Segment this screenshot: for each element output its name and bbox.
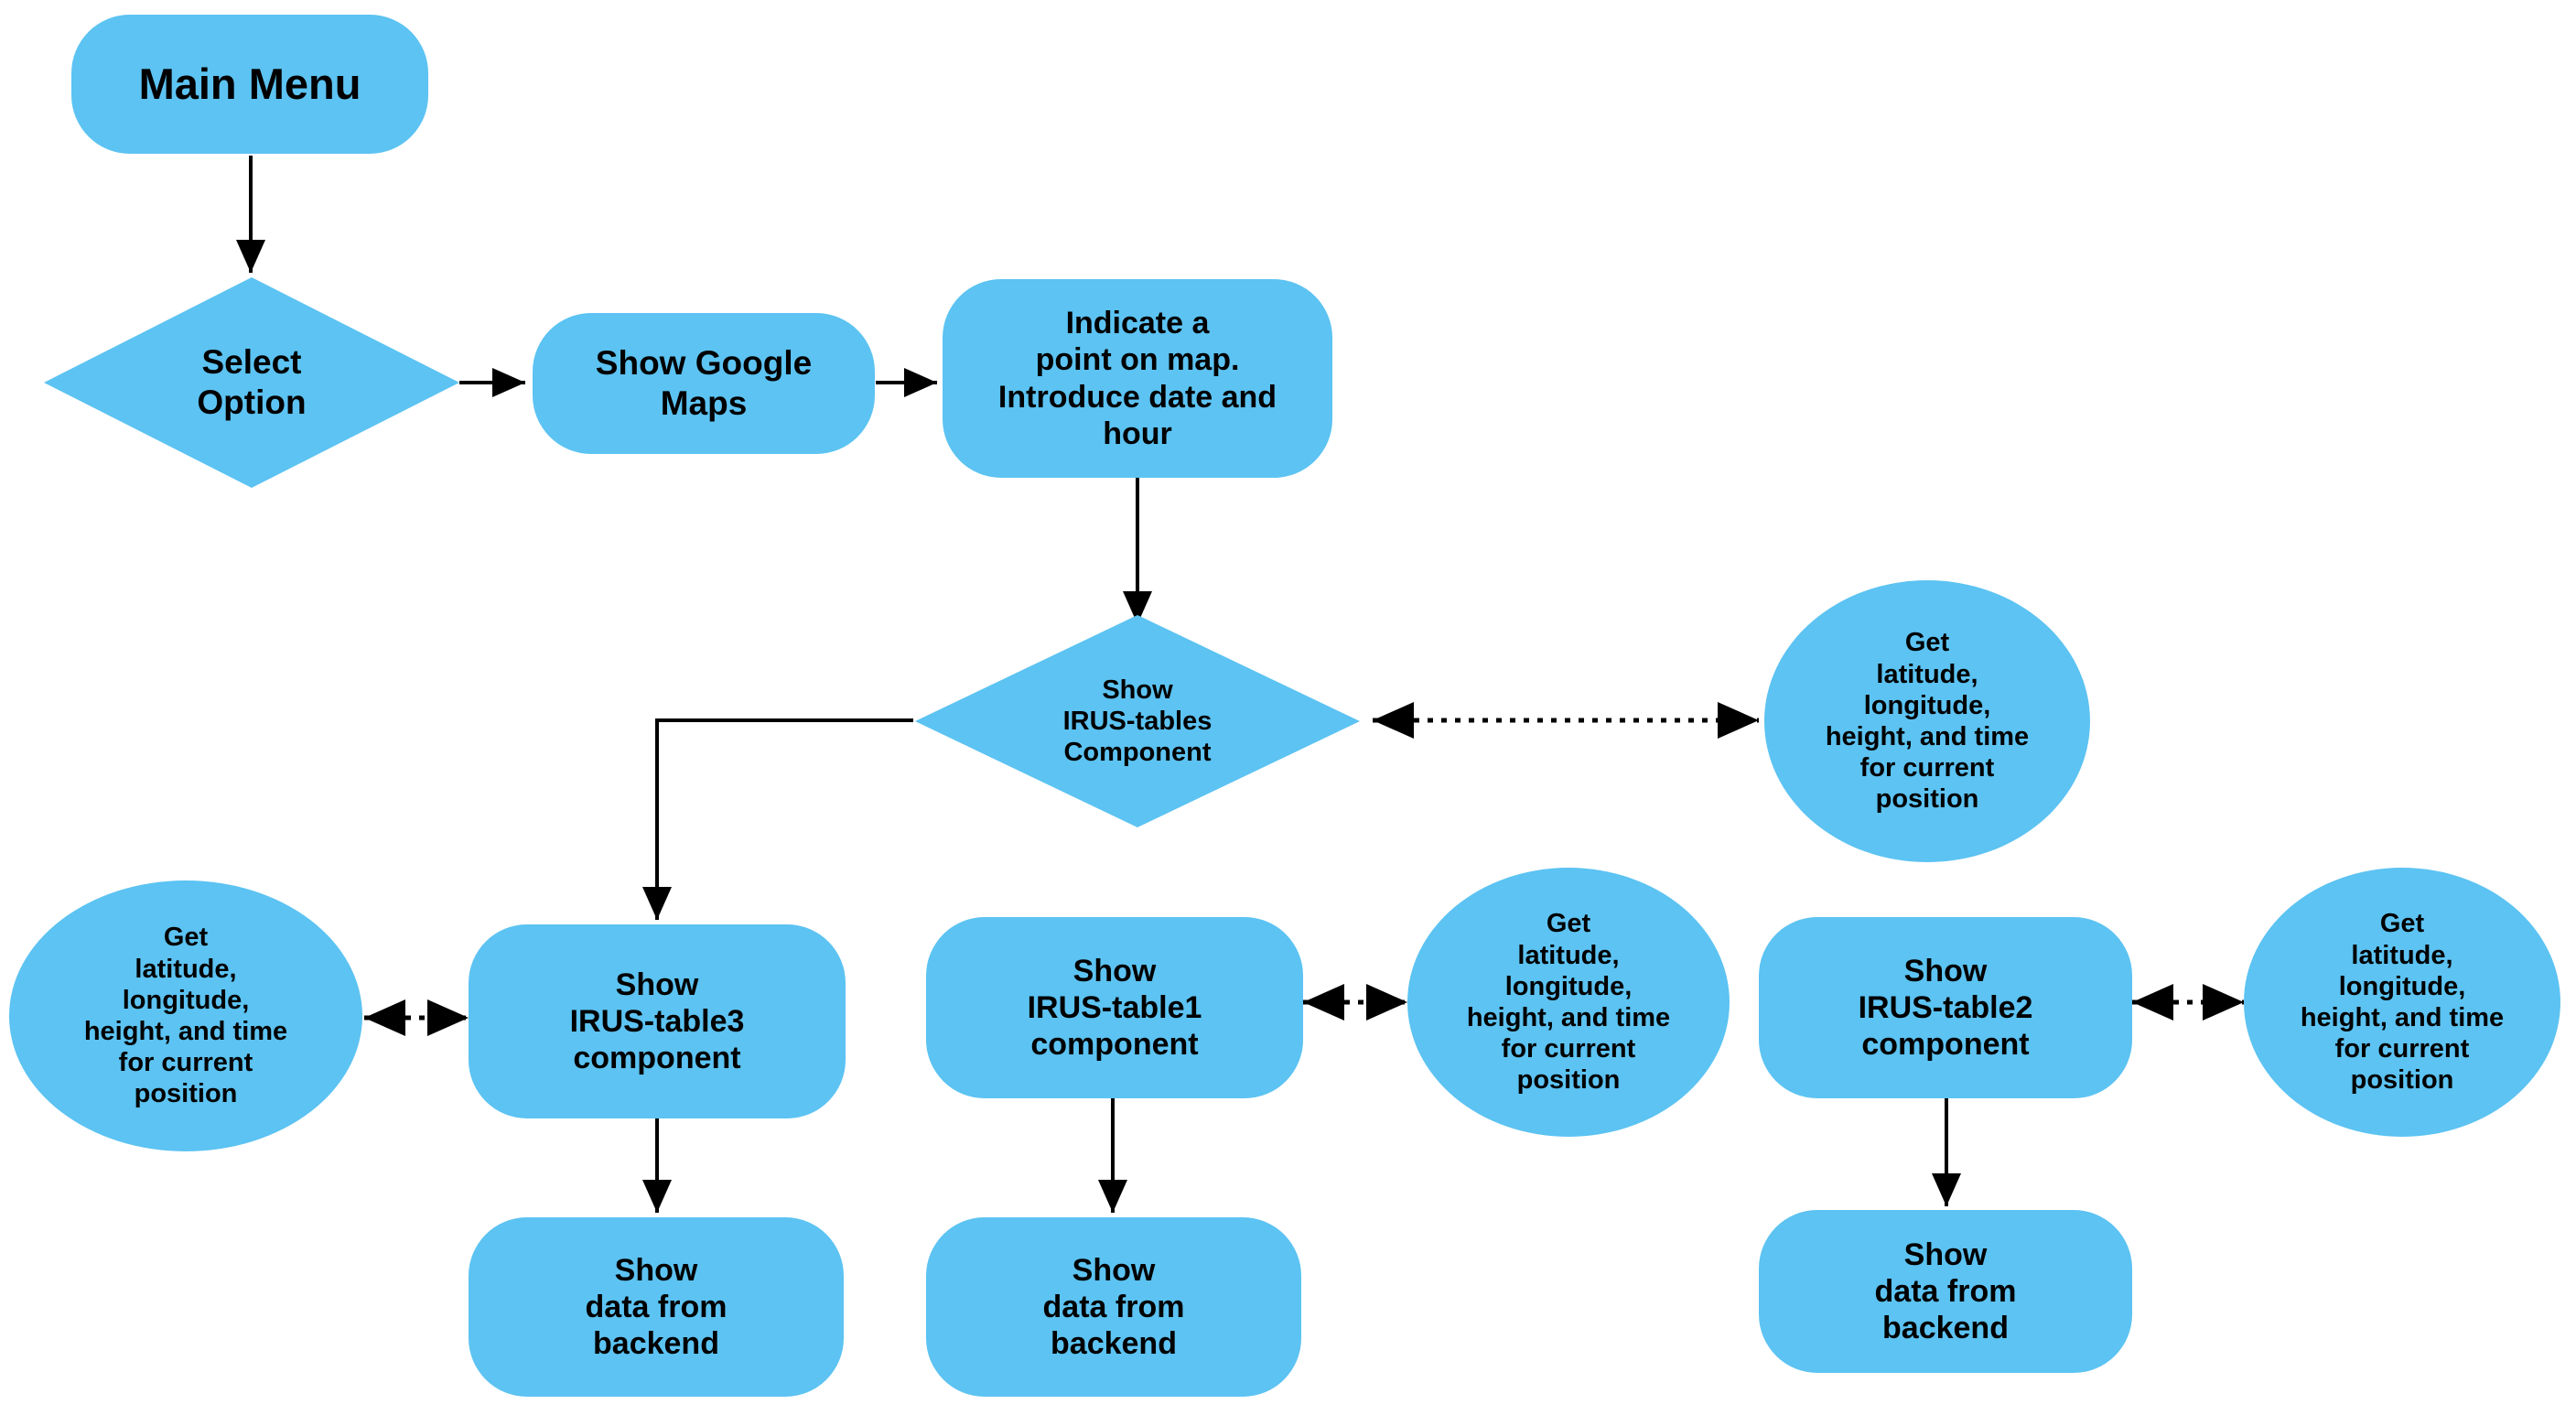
node-main-menu[interactable]: Main Menu bbox=[71, 15, 428, 154]
node-geo-top-right-label: Get latitude, longitude, height, and tim… bbox=[1825, 628, 2030, 815]
node-geo-middle[interactable]: Get latitude, longitude, height, and tim… bbox=[1407, 868, 1730, 1137]
edge-show-irus-tables-to-irus-table3 bbox=[642, 718, 913, 920]
node-show-irus-tables-label: Show IRUS-tables Component bbox=[1062, 675, 1213, 768]
node-main-menu-label: Main Menu bbox=[138, 59, 361, 109]
node-irus-table1-label: Show IRUS-table1 component bbox=[1027, 953, 1202, 1063]
node-geo-top-right[interactable]: Get latitude, longitude, height, and tim… bbox=[1764, 580, 2090, 862]
node-backend1[interactable]: Show data from backend bbox=[926, 1217, 1301, 1397]
node-indicate-point[interactable]: Indicate a point on map. Introduce date … bbox=[943, 279, 1332, 478]
node-backend1-label: Show data from backend bbox=[1042, 1252, 1185, 1362]
node-irus-table3-label: Show IRUS-table3 component bbox=[569, 967, 745, 1076]
node-indicate-point-label: Indicate a point on map. Introduce date … bbox=[997, 306, 1277, 451]
node-show-google-maps[interactable]: Show Google Maps bbox=[533, 313, 875, 454]
node-backend2-label: Show data from backend bbox=[1874, 1237, 2017, 1346]
node-backend3[interactable]: Show data from backend bbox=[469, 1217, 844, 1397]
node-geo-left[interactable]: Get latitude, longitude, height, and tim… bbox=[9, 880, 362, 1151]
node-irus-table1[interactable]: Show IRUS-table1 component bbox=[926, 917, 1303, 1098]
node-irus-table2[interactable]: Show IRUS-table2 component bbox=[1759, 917, 2132, 1098]
node-geo-right-label: Get latitude, longitude, height, and tim… bbox=[2300, 909, 2505, 1096]
node-irus-table3[interactable]: Show IRUS-table3 component bbox=[469, 924, 846, 1118]
node-irus-table2-label: Show IRUS-table2 component bbox=[1858, 953, 2033, 1063]
node-geo-middle-label: Get latitude, longitude, height, and tim… bbox=[1466, 909, 1671, 1096]
node-backend2[interactable]: Show data from backend bbox=[1759, 1210, 2132, 1373]
node-geo-left-label: Get latitude, longitude, height, and tim… bbox=[83, 923, 288, 1109]
node-select-option-label: Select Option bbox=[197, 343, 307, 421]
node-select-option[interactable]: Select Option bbox=[44, 277, 459, 488]
node-show-irus-tables[interactable]: Show IRUS-tables Component bbox=[915, 615, 1360, 827]
node-backend3-label: Show data from backend bbox=[585, 1252, 728, 1362]
node-geo-right[interactable]: Get latitude, longitude, height, and tim… bbox=[2244, 868, 2560, 1137]
node-show-google-maps-label: Show Google Maps bbox=[595, 344, 813, 422]
